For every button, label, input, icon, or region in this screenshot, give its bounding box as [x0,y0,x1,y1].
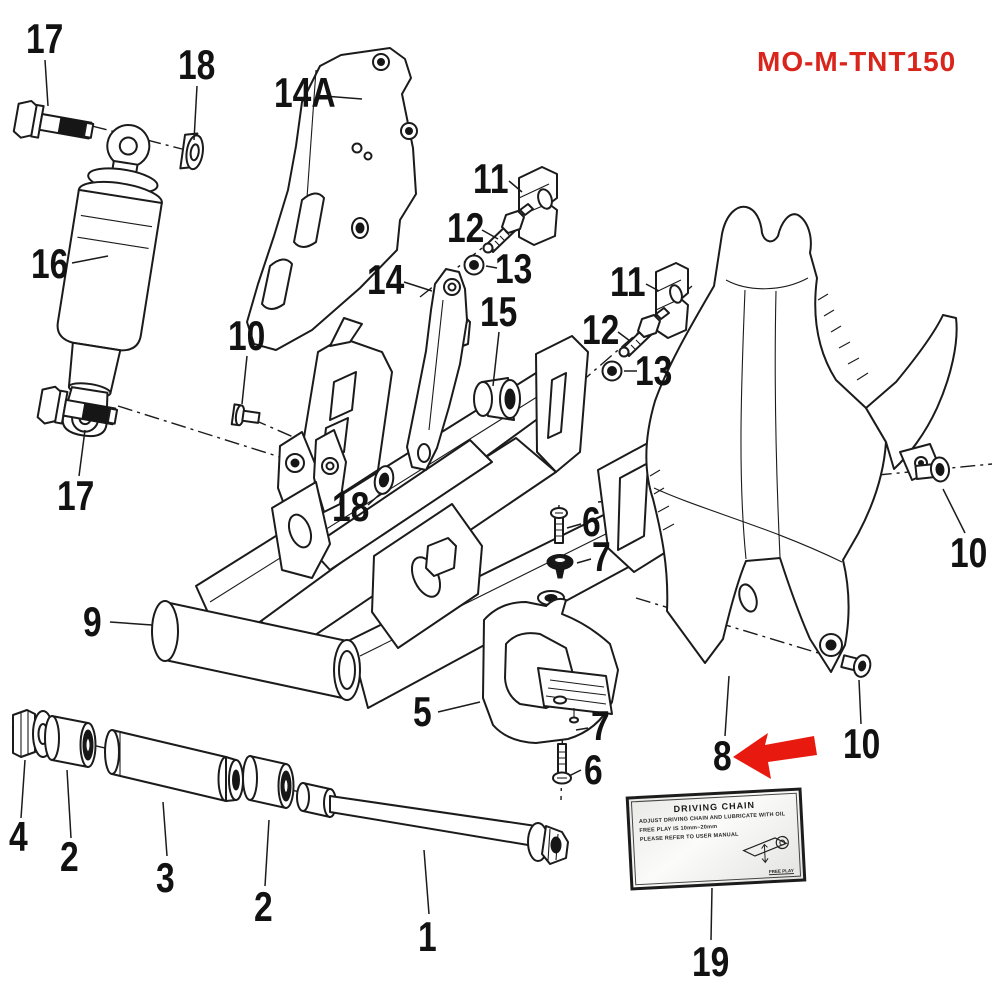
red-pointer-arrow [733,733,817,779]
part-18-nut-top [179,132,204,171]
chain-icon [739,830,797,873]
callout-8: 8 [713,732,732,779]
part-17-shock-bolt-bottom [36,385,119,426]
part-1-axle-bolt [296,782,569,865]
callout-10-a: 10 [228,312,266,359]
callout-5: 5 [413,688,432,735]
callout-1: 1 [418,913,437,960]
part-2-bushing-a [44,715,97,768]
callout-2-a: 2 [60,833,79,880]
part-10-bolt-c [914,456,951,483]
callout-2-b: 2 [254,883,273,930]
callout-6-a: 6 [582,498,601,545]
driving-chain-label: DRIVING CHAIN ADJUST DRIVING CHAIN AND L… [625,787,807,891]
part-13-adjuster-nut-b [601,360,623,382]
callout-12-b: 12 [582,306,620,353]
diagram-code: MO-M-TNT150 [757,46,957,77]
part-14-guide-bracket [406,268,468,471]
part-11-adjuster-block-a [518,166,558,246]
callout-10-b: 10 [843,720,881,767]
part-5-chain-slider [482,597,619,744]
callout-10-c: 10 [950,529,988,576]
callout-13-b: 13 [635,347,673,394]
part-17-shock-bolt-top [12,99,95,140]
callout-13-a: 13 [495,245,533,292]
callout-12-a: 12 [447,204,485,251]
callout-15: 15 [480,288,518,335]
leader-lines [20,59,966,941]
callout-4: 4 [9,813,28,860]
part-11-adjuster-block-b [655,262,689,339]
part-6-screw-a [550,507,568,544]
callout-18-b: 18 [332,483,370,530]
part-7-washer-a [546,554,574,579]
part-12-adjuster-bolt-b [618,307,670,358]
part-2-bushing-b [242,755,295,809]
callout-11-a: 11 [473,155,509,202]
part-13-adjuster-nut-a [463,254,485,276]
callout-14A: 14A [274,69,336,116]
part-14A-chain-guard-bracket [246,47,418,351]
callout-11-b: 11 [610,258,646,305]
callout-9: 9 [83,598,102,645]
callout-18-top: 18 [178,41,216,88]
part-6-screw-b [552,743,572,785]
sticker-caption: FREE PLAY [768,867,794,876]
callout-3: 3 [156,854,175,901]
callout-7-a: 7 [592,533,611,580]
part-3-spacer-sleeve [104,729,244,802]
callout-17-top: 17 [26,15,64,62]
callout-19: 19 [692,938,730,985]
part-8-rear-fender [645,205,958,673]
part-10-bolt-b [840,654,872,678]
part-12-adjuster-bolt-a [482,203,534,254]
callout-6-b: 6 [584,746,603,793]
sticker-inner-border: DRIVING CHAIN ADJUST DRIVING CHAIN AND L… [630,792,802,886]
callout-17-b: 17 [57,472,95,519]
part-15-rubber-bushing [473,377,521,421]
callout-7-b: 7 [591,702,610,749]
callout-16: 16 [31,240,69,287]
part-10-bolt-a [230,403,261,427]
callout-14: 14 [367,256,405,303]
